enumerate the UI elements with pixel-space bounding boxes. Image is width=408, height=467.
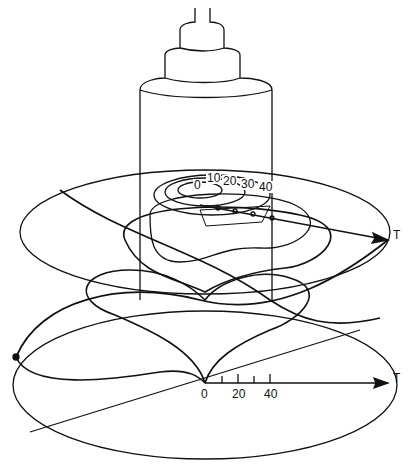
upper-axis — [200, 205, 388, 240]
tick-label: 30 — [240, 178, 255, 190]
tick-label: 40 — [258, 181, 273, 193]
lower-disc — [13, 311, 397, 459]
marker — [270, 216, 274, 220]
contour — [124, 207, 331, 292]
lower-arrowhead — [374, 378, 388, 388]
tick-label: 20 — [222, 175, 237, 187]
marker — [251, 212, 255, 216]
tick — [221, 376, 222, 383]
marker — [216, 206, 220, 210]
tick-label: 0 — [193, 179, 202, 191]
lower-diagonal — [30, 330, 360, 432]
tick-label: 20 — [231, 388, 246, 400]
marker — [233, 209, 237, 213]
tick — [269, 374, 270, 383]
tick-label: 10 — [206, 172, 221, 184]
spiral-curve — [16, 240, 388, 357]
tick-label: 0 — [200, 388, 209, 400]
column-tier — [140, 48, 272, 98]
contour — [150, 194, 310, 262]
spiral-curve — [60, 190, 380, 323]
lower-axis — [205, 382, 388, 384]
axis-label: T — [392, 372, 401, 384]
column-top — [140, 8, 272, 90]
tick — [237, 374, 238, 383]
start-point — [13, 354, 19, 360]
axis-label: T — [392, 229, 401, 241]
tick — [253, 376, 254, 383]
upper-disc — [20, 170, 390, 294]
tick-label: 40 — [263, 388, 278, 400]
spiral-curve — [16, 357, 205, 383]
